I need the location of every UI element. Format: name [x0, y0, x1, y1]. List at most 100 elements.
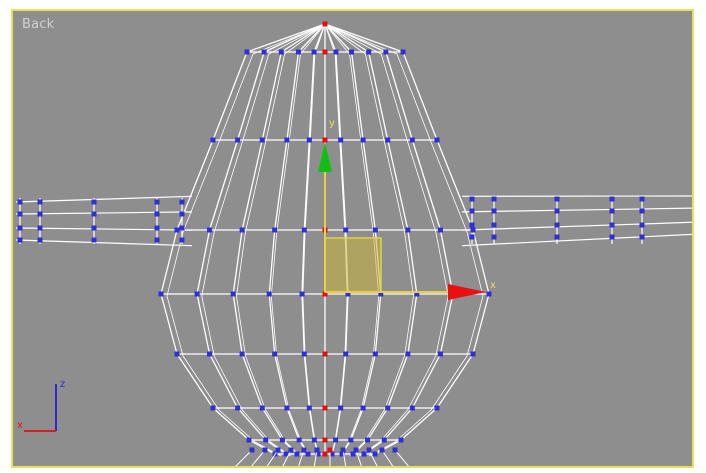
- mesh-vertex[interactable]: [91, 199, 97, 205]
- mesh-vertex[interactable]: [392, 447, 398, 453]
- mesh-vertex[interactable]: [261, 49, 267, 55]
- mesh-vertex[interactable]: [405, 351, 411, 357]
- mesh-vertex[interactable]: [372, 451, 378, 457]
- mesh-vertex[interactable]: [385, 405, 391, 411]
- mesh-vertex[interactable]: [434, 405, 440, 411]
- mesh-vertex[interactable]: [259, 137, 265, 143]
- selected-vertex[interactable]: [322, 21, 328, 27]
- mesh-vertex[interactable]: [470, 227, 476, 233]
- mesh-vertex[interactable]: [306, 405, 312, 411]
- mesh-vertex[interactable]: [486, 291, 492, 297]
- mesh-vertex[interactable]: [609, 208, 615, 214]
- selected-vertex[interactable]: [322, 49, 328, 55]
- mesh-vertex[interactable]: [554, 234, 560, 240]
- selected-vertex[interactable]: [322, 137, 328, 143]
- selected-vertex[interactable]: [322, 291, 328, 297]
- mesh-vertex[interactable]: [345, 291, 351, 297]
- mesh-vertex[interactable]: [91, 211, 97, 217]
- mesh-vertex[interactable]: [244, 49, 250, 55]
- gizmo-x-arrow[interactable]: [448, 284, 486, 300]
- mesh-vertex[interactable]: [609, 196, 615, 202]
- mesh-vertex[interactable]: [301, 227, 307, 233]
- gizmo-y-arrow[interactable]: [318, 142, 332, 172]
- mesh-vertex[interactable]: [372, 351, 378, 357]
- gizmo-xy-plane[interactable]: [324, 237, 382, 293]
- mesh-vertex[interactable]: [405, 227, 411, 233]
- mesh-vertex[interactable]: [554, 196, 560, 202]
- mesh-vertex[interactable]: [262, 447, 268, 453]
- mesh-vertex[interactable]: [469, 222, 475, 228]
- mesh-vertex[interactable]: [381, 437, 387, 443]
- mesh-vertex[interactable]: [37, 237, 43, 243]
- mesh-vertex[interactable]: [239, 227, 245, 233]
- mesh-vertex[interactable]: [179, 237, 185, 243]
- mesh-vertex[interactable]: [383, 49, 389, 55]
- mesh-vertex[interactable]: [17, 211, 23, 217]
- mesh-vertex[interactable]: [279, 437, 285, 443]
- mesh-vertex[interactable]: [306, 137, 312, 143]
- mesh-vertex[interactable]: [311, 49, 317, 55]
- mesh-vertex[interactable]: [491, 208, 497, 214]
- mesh-vertex[interactable]: [311, 437, 317, 443]
- move-gizmo[interactable]: y x: [318, 118, 496, 300]
- mesh-vertex[interactable]: [294, 451, 300, 457]
- mesh-vertex[interactable]: [372, 227, 378, 233]
- mesh-vertex[interactable]: [360, 405, 366, 411]
- mesh-vertex[interactable]: [343, 351, 349, 357]
- mesh-vertex[interactable]: [154, 199, 160, 205]
- mesh-vertex[interactable]: [554, 222, 560, 228]
- mesh-vertex[interactable]: [333, 49, 339, 55]
- mesh-vertex[interactable]: [288, 447, 294, 453]
- mesh-vertex[interactable]: [639, 234, 645, 240]
- mesh-vertex[interactable]: [284, 137, 290, 143]
- mesh-vertex[interactable]: [230, 291, 236, 297]
- mesh-vertex[interactable]: [272, 227, 278, 233]
- back-viewport[interactable]: Back y x z x: [11, 9, 694, 468]
- selected-vertex[interactable]: [322, 351, 328, 357]
- mesh-vertex[interactable]: [259, 405, 265, 411]
- mesh-vertex[interactable]: [333, 437, 339, 443]
- mesh-vertex[interactable]: [340, 447, 346, 453]
- mesh-vertex[interactable]: [272, 351, 278, 357]
- mesh-vertex[interactable]: [210, 405, 216, 411]
- mesh-vertex[interactable]: [174, 351, 180, 357]
- mesh-vertex[interactable]: [353, 447, 359, 453]
- mesh-vertex[interactable]: [491, 222, 497, 228]
- mesh-vertex[interactable]: [17, 225, 23, 231]
- mesh-vertex[interactable]: [275, 447, 281, 453]
- mesh-vertex[interactable]: [154, 225, 160, 231]
- selected-vertex[interactable]: [322, 405, 328, 411]
- viewport-label[interactable]: Back: [22, 17, 55, 32]
- mesh-vertex[interactable]: [609, 222, 615, 228]
- mesh-vertex[interactable]: [343, 227, 349, 233]
- mesh-vertex[interactable]: [338, 405, 344, 411]
- mesh-vertex[interactable]: [158, 291, 164, 297]
- selected-vertex[interactable]: [327, 447, 333, 453]
- mesh-vertex[interactable]: [350, 451, 356, 457]
- mesh-vertex[interactable]: [365, 437, 371, 443]
- mesh-vertex[interactable]: [609, 234, 615, 240]
- mesh-vertex[interactable]: [17, 199, 23, 205]
- mesh-vertex[interactable]: [491, 234, 497, 240]
- selected-vertex[interactable]: [322, 437, 328, 443]
- mesh-vertex[interactable]: [246, 437, 252, 443]
- selected-vertex[interactable]: [322, 451, 328, 457]
- mesh-vertex[interactable]: [91, 237, 97, 243]
- mesh-vertex[interactable]: [154, 211, 160, 217]
- mesh-vertex[interactable]: [639, 208, 645, 214]
- mesh-vertex[interactable]: [378, 291, 384, 297]
- mesh-vertex[interactable]: [283, 451, 289, 457]
- mesh-vertex[interactable]: [207, 351, 213, 357]
- mesh-vertex[interactable]: [639, 196, 645, 202]
- mesh-vertex[interactable]: [366, 447, 372, 453]
- mesh-vertex[interactable]: [301, 447, 307, 453]
- mesh-vertex[interactable]: [400, 49, 406, 55]
- mesh-vertex[interactable]: [207, 227, 213, 233]
- mesh-vertex[interactable]: [263, 437, 269, 443]
- mesh-vertex[interactable]: [278, 49, 284, 55]
- mesh-vertex[interactable]: [469, 196, 475, 202]
- mesh-vertex[interactable]: [329, 451, 335, 457]
- mesh-vertex[interactable]: [296, 437, 302, 443]
- mesh-vertex[interactable]: [37, 199, 43, 205]
- mesh-vertex[interactable]: [37, 225, 43, 231]
